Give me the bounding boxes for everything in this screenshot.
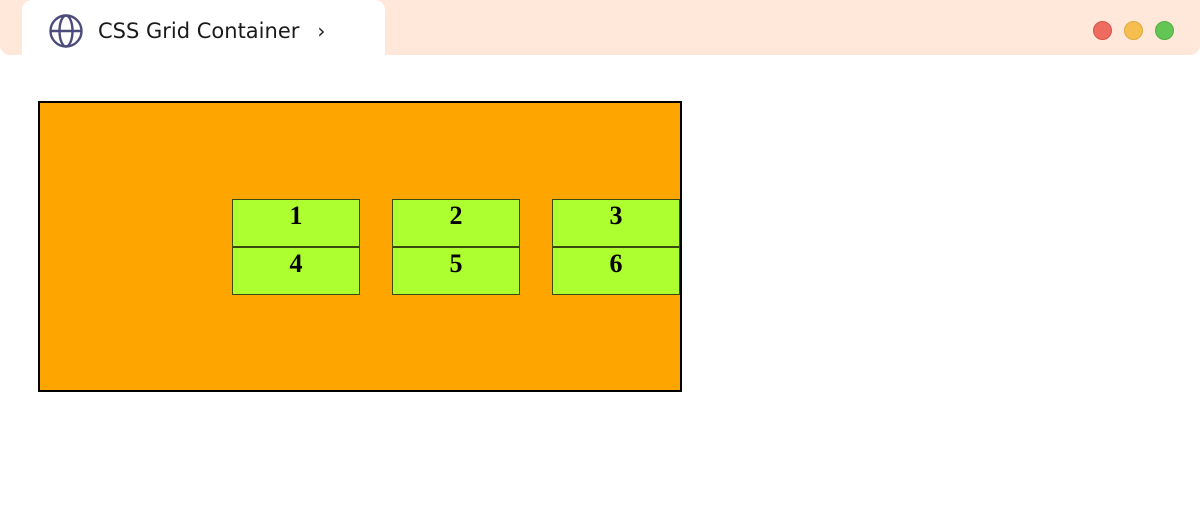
title-bar: CSS Grid Container › [0,0,1200,62]
grid-item-1: 1 [232,198,360,247]
globe-icon [48,13,84,49]
grid-item-2: 2 [392,198,520,247]
grid-item-5: 5 [392,246,520,295]
grid-item-6: 6 [552,246,680,295]
page-viewport: 1 2 3 4 5 6 [0,62,1200,518]
grid-container: 1 2 3 4 5 6 [38,101,682,392]
browser-tab[interactable]: CSS Grid Container › [22,0,385,62]
chevron-right-icon[interactable]: › [317,19,326,43]
minimize-button[interactable] [1124,21,1143,40]
close-button[interactable] [1093,21,1112,40]
tab-title: CSS Grid Container [98,19,300,43]
maximize-button[interactable] [1155,21,1174,40]
window-controls [1093,21,1174,40]
grid-item-4: 4 [232,246,360,295]
grid-item-3: 3 [552,198,680,247]
